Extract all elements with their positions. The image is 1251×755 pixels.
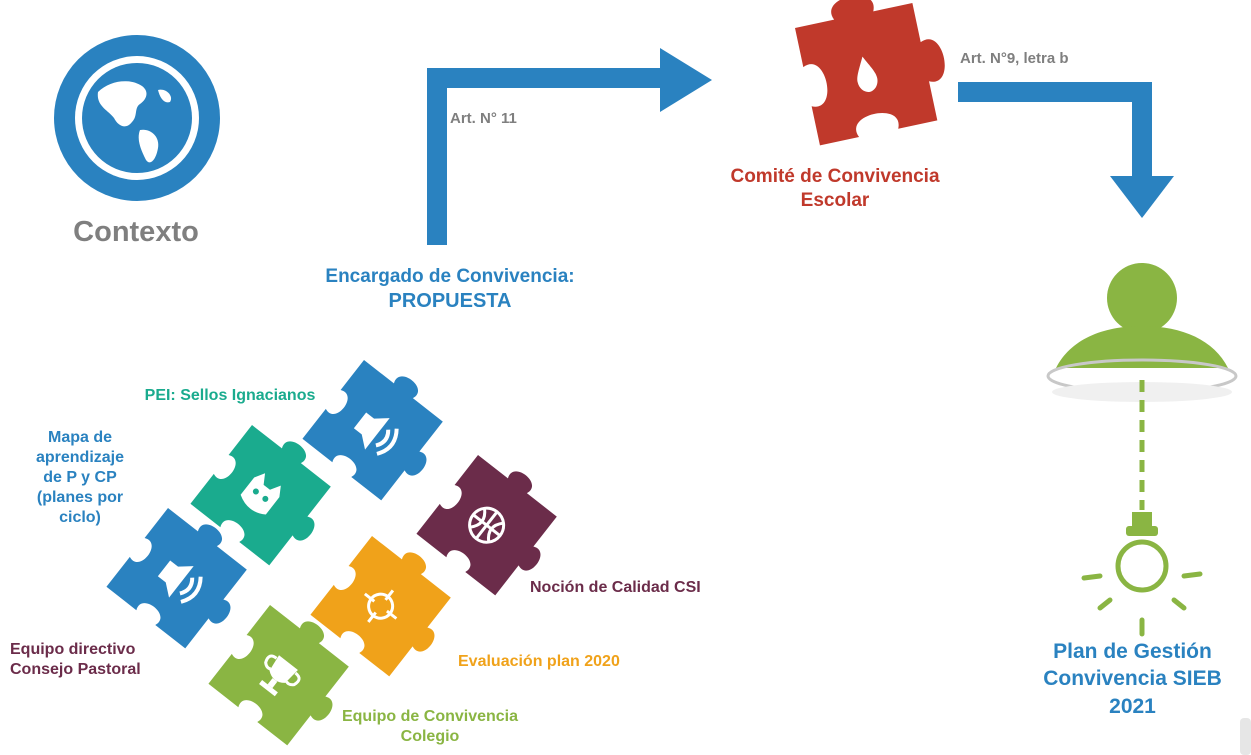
mapa-label-line1: Mapa de	[47, 429, 112, 446]
plan-label-line1: Plan de Gestión	[1053, 640, 1212, 663]
plan-label-line3: 2021	[1109, 694, 1156, 718]
mapa-label-line2: aprendizaje	[35, 449, 125, 466]
mapa-label-line5: ciclo)	[59, 509, 101, 526]
comite-label-line2: Escolar	[800, 189, 870, 211]
puzzle-piece-blue-left	[106, 497, 266, 657]
person-lamp-icon	[1046, 263, 1238, 510]
puzzle-piece-blue-top	[302, 349, 462, 509]
encargado-label-line2: PROPUESTA	[388, 289, 512, 312]
mapa-label-line3: de P y CP	[43, 469, 117, 486]
comite-label: Comité de Convivencia Escolar	[700, 165, 970, 213]
drop-icon	[857, 56, 878, 92]
basketball-icon	[468, 506, 506, 544]
lightbulb-icon	[1081, 512, 1203, 637]
plan-label-line2: Convivencia SIEB	[1043, 667, 1222, 691]
cat-icon	[240, 473, 281, 515]
mapa-label: Mapa de aprendizaje de P y CP (planes po…	[20, 428, 140, 528]
crosshair-icon	[363, 589, 398, 623]
pei-label: PEI: Sellos Ignacianos	[144, 387, 316, 404]
equipo-directivo-line2: Consejo Pastoral	[10, 661, 141, 678]
comite-label-line1: Comité de Convivencia	[730, 166, 940, 187]
mapa-label-line4: (planes por	[36, 489, 124, 506]
equipo-directivo-line1: Equipo directivo	[10, 641, 136, 658]
globe-icon	[54, 35, 220, 201]
equipo-convivencia-line2: Colegio	[400, 728, 460, 745]
puzzle-piece-teal	[190, 414, 350, 574]
equipo-convivencia-line1: Equipo de Convivencia	[341, 708, 519, 725]
speaker-icon	[353, 412, 399, 456]
equipo-convivencia-label: Equipo de Convivencia Colegio	[315, 707, 545, 747]
speaker-icon	[157, 560, 203, 604]
comite-puzzle-piece	[795, 0, 945, 146]
trophy-icon	[259, 654, 301, 697]
puzzle-piece-orange	[310, 525, 470, 685]
encargado-label-line1: Encargado de Convivencia:	[325, 266, 575, 287]
arrow-art9	[958, 82, 1174, 218]
puzzle-piece-green	[208, 594, 368, 754]
plan-label: Plan de Gestión Convivencia SIEB 2021	[1020, 638, 1245, 720]
corner-mark	[1240, 718, 1251, 755]
arrow-art11	[427, 48, 712, 245]
art11-label: Art. N° 11	[450, 110, 517, 127]
nocion-label: Noción de Calidad CSI	[530, 579, 701, 596]
art9-label: Art. N°9, letra b	[960, 50, 1069, 67]
encargado-label: Encargado de Convivencia: PROPUESTA	[295, 265, 605, 314]
contexto-label: Contexto	[73, 216, 199, 248]
equipo-directivo-label: Equipo directivo Consejo Pastoral	[10, 640, 180, 680]
puzzle-cluster	[106, 349, 576, 754]
puzzle-piece-purple	[416, 444, 576, 604]
evaluacion-label: Evaluación plan 2020	[458, 653, 620, 670]
